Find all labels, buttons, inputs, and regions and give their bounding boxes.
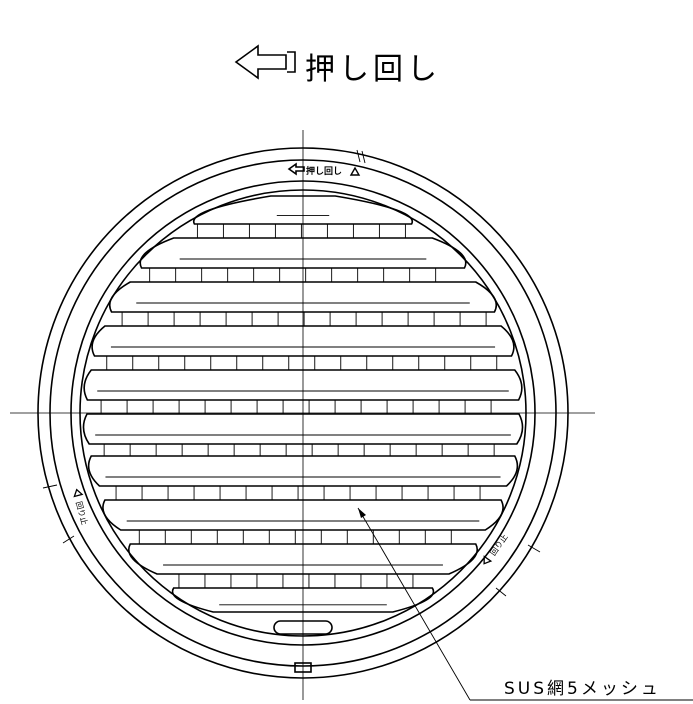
- callout-leader: [357, 507, 693, 701]
- louver-slat: [82, 413, 524, 445]
- louver-slat: [171, 587, 435, 613]
- louver-slat: [102, 499, 504, 531]
- outer-ring-inner: [49, 159, 557, 667]
- inner-ring: [70, 180, 536, 646]
- bottom-handle-slot: [273, 620, 333, 635]
- louver-slat: [192, 195, 414, 225]
- ring-ticks: [42, 149, 541, 597]
- side-marker-right: 回り止: [483, 532, 510, 565]
- ring-push-rotate-label: 押し回し: [306, 167, 343, 177]
- push-rotate-label: 押し回し: [305, 52, 441, 87]
- louver-slat: [91, 325, 515, 357]
- louver-slats: [82, 195, 524, 613]
- triangle-marker-icon: [349, 166, 361, 176]
- louver-slat: [108, 281, 498, 313]
- side-label-left: 回り止: [74, 500, 90, 526]
- louver-slat: [87, 455, 519, 487]
- louver-slat: [83, 369, 523, 401]
- bottom-notch: [294, 662, 312, 673]
- ring-direction-arrow-icon: [287, 162, 305, 176]
- inner-ring-inner: [79, 189, 527, 637]
- louver-slat: [128, 543, 478, 575]
- outer-ring: [37, 147, 569, 679]
- push-direction-arrow-icon: [234, 44, 296, 80]
- side-label-right: 回り止: [488, 532, 510, 557]
- mesh-callout-label: SUS網5メッシュ: [504, 679, 661, 699]
- louver-slat: [139, 237, 467, 269]
